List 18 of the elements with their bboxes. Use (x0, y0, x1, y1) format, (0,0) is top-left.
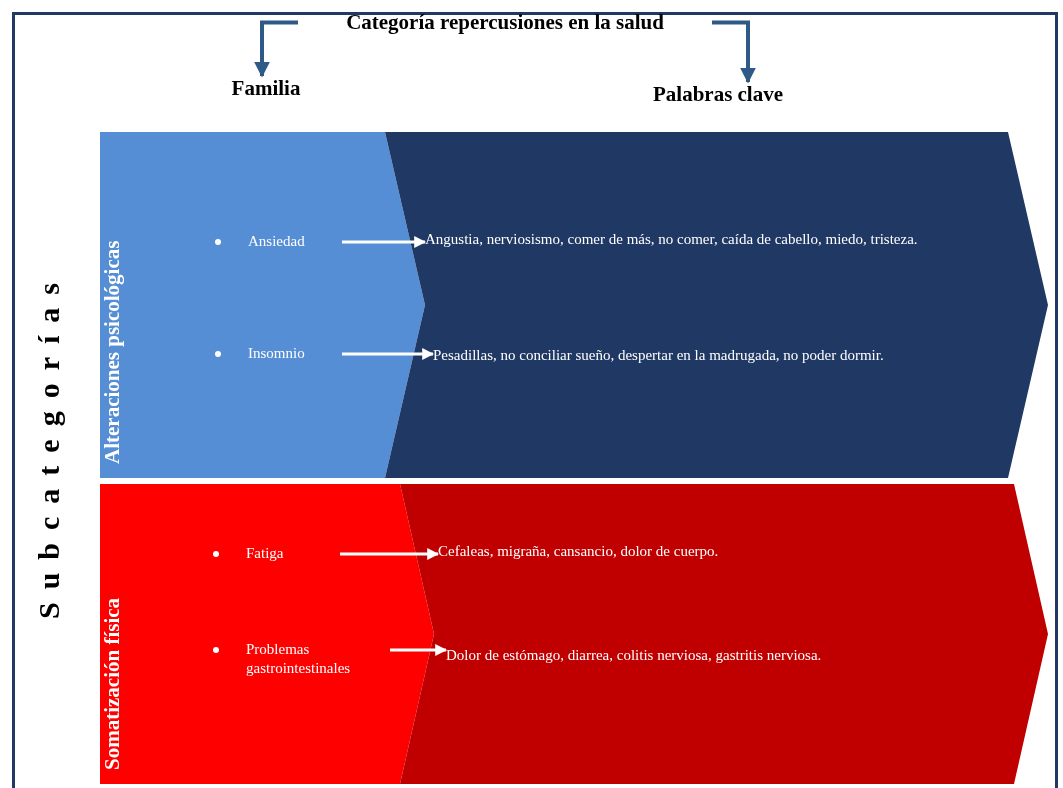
column-heading: Palabras clave (630, 82, 806, 107)
vertical-label: Subcategorías (32, 270, 66, 619)
keyword-list: Angustia, nerviosismo, comer de más, no comer, caída de cabello, miedo, tristeza. (425, 230, 1010, 249)
category-heading: Categoría repercusiones en la salud (298, 10, 712, 35)
keyword-list: Cefaleas, migraña, cansancio, dolor de cuerpo. (438, 542, 938, 561)
keyword-list: Pesadillas, no conciliar sueño, despertar en la madrugada, no poder dormir. (433, 346, 1033, 365)
family-term: Problemas gastrointestinales (246, 640, 386, 678)
arrow (712, 20, 756, 84)
arrow (342, 348, 435, 360)
column-heading: Familia (218, 76, 314, 101)
family-term: Insomnio (248, 344, 338, 363)
arrow (340, 548, 440, 560)
arrow (342, 236, 427, 248)
family-term: Ansiedad (248, 232, 338, 251)
keyword-list: Dolor de estómago, diarrea, colitis nerviosa, gastritis nerviosa. (446, 646, 1006, 665)
arrow (390, 644, 448, 656)
family-term: Fatiga (246, 544, 336, 563)
arrow (254, 20, 298, 78)
